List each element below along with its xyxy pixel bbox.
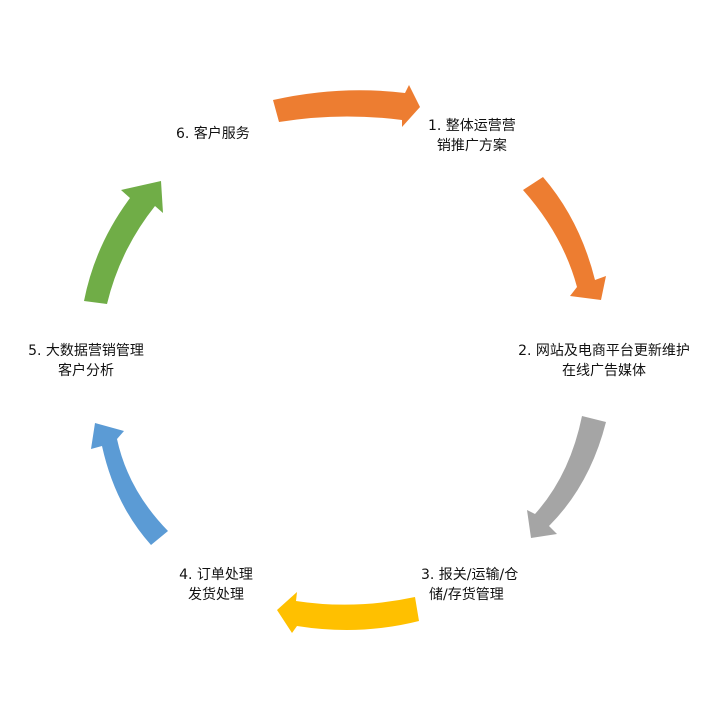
step-3-label: 3. 报关/运输/仓 储/存货管理 <box>421 565 518 605</box>
step-1-line2: 销推广方案 <box>436 138 507 154</box>
arrow-step5-to-step6 <box>84 181 163 304</box>
arrow-step2-to-step3 <box>527 416 606 538</box>
step-5-label: 5. 大数据营销管理 客户分析 <box>28 341 144 381</box>
arrow-step1-to-step2-b <box>523 177 606 300</box>
step-4-line2: 发货处理 <box>188 587 244 603</box>
step-6-label: 6. 客户服务 <box>176 124 250 144</box>
step-6-line1: 6. 客户服务 <box>176 126 250 142</box>
step-1-line1: 1. 整体运营营 <box>428 118 516 134</box>
step-3-line2: 储/存货管理 <box>429 587 504 603</box>
step-4-label: 4. 订单处理 发货处理 <box>179 565 253 605</box>
arrow-step1-to-step2 <box>273 85 420 127</box>
step-3-line1: 3. 报关/运输/仓 <box>421 567 519 583</box>
step-5-line2: 客户分析 <box>58 363 114 379</box>
arrow-step4-to-step5 <box>91 423 168 545</box>
arrow-step3-to-step4 <box>277 592 419 633</box>
step-2-label: 2. 网站及电商平台更新维护 在线广告媒体 <box>518 341 690 381</box>
step-2-line2: 在线广告媒体 <box>562 363 646 379</box>
step-1-label: 1. 整体运营营 销推广方案 <box>428 116 516 156</box>
step-5-line1: 5. 大数据营销管理 <box>28 343 144 359</box>
step-2-line1: 2. 网站及电商平台更新维护 <box>518 343 690 359</box>
step-4-line1: 4. 订单处理 <box>179 567 253 583</box>
